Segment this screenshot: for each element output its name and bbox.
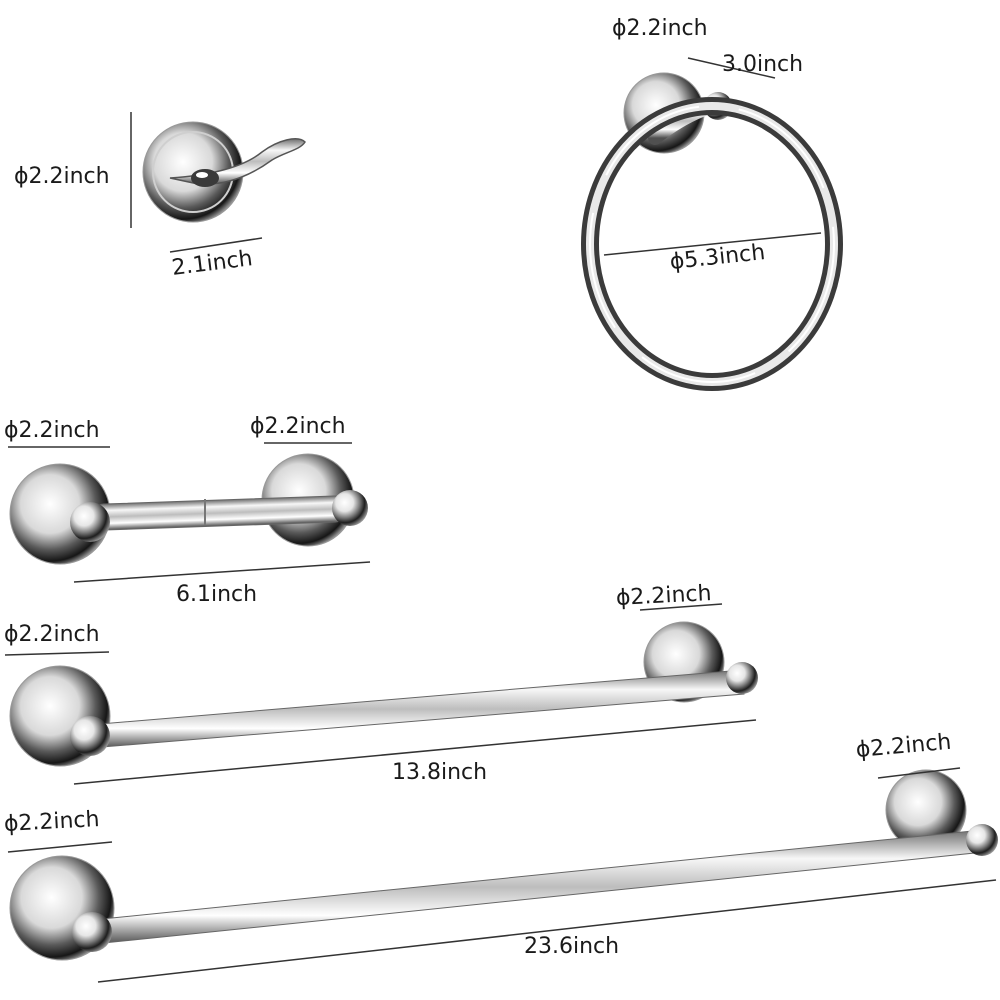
dimension-line <box>73 561 371 583</box>
dimension-line <box>73 719 757 785</box>
robe-hook-arm <box>169 138 306 185</box>
dimension-line <box>687 57 776 79</box>
toilet-paper-holder <box>9 453 368 565</box>
towel-bar-long <box>9 769 998 961</box>
towel-bar-short-left-base-label: ϕ2.2inch <box>4 622 100 647</box>
robe-hook <box>142 121 306 223</box>
towel-bar-short <box>9 621 758 767</box>
towel-ring-base-diameter-label: ϕ2.2inch <box>612 16 708 41</box>
dimension-line <box>7 841 113 853</box>
towel-bar-short-rod <box>87 669 745 749</box>
dimension-line <box>603 232 822 256</box>
dimension-line <box>4 651 110 656</box>
towel-ring-projection-label: 3.0inch <box>722 52 804 77</box>
towel-ring <box>581 72 843 391</box>
towel-bar-long-rod <box>91 829 985 945</box>
towel-bar-short-right-base-label: ϕ2.2inch <box>615 581 713 611</box>
dimension-line <box>97 879 997 983</box>
towel-bar-long-length-label: 23.6inch <box>524 934 620 959</box>
dimension-line <box>877 767 961 779</box>
toilet-paper-holder-left-base-label: ϕ2.2inch <box>4 418 100 443</box>
towel-bar-short-length-label: 13.8inch <box>392 760 488 785</box>
towel-bar-long-left-base-label: ϕ2.2inch <box>3 807 101 837</box>
dimension-line <box>169 237 263 253</box>
toilet-paper-holder-length-label: 6.1inch <box>176 582 258 607</box>
robe-hook-diameter-label: ϕ2.2inch <box>14 164 110 189</box>
toilet-paper-holder-right-base-label: ϕ2.2inch <box>250 414 346 439</box>
dimension-line <box>639 603 723 611</box>
